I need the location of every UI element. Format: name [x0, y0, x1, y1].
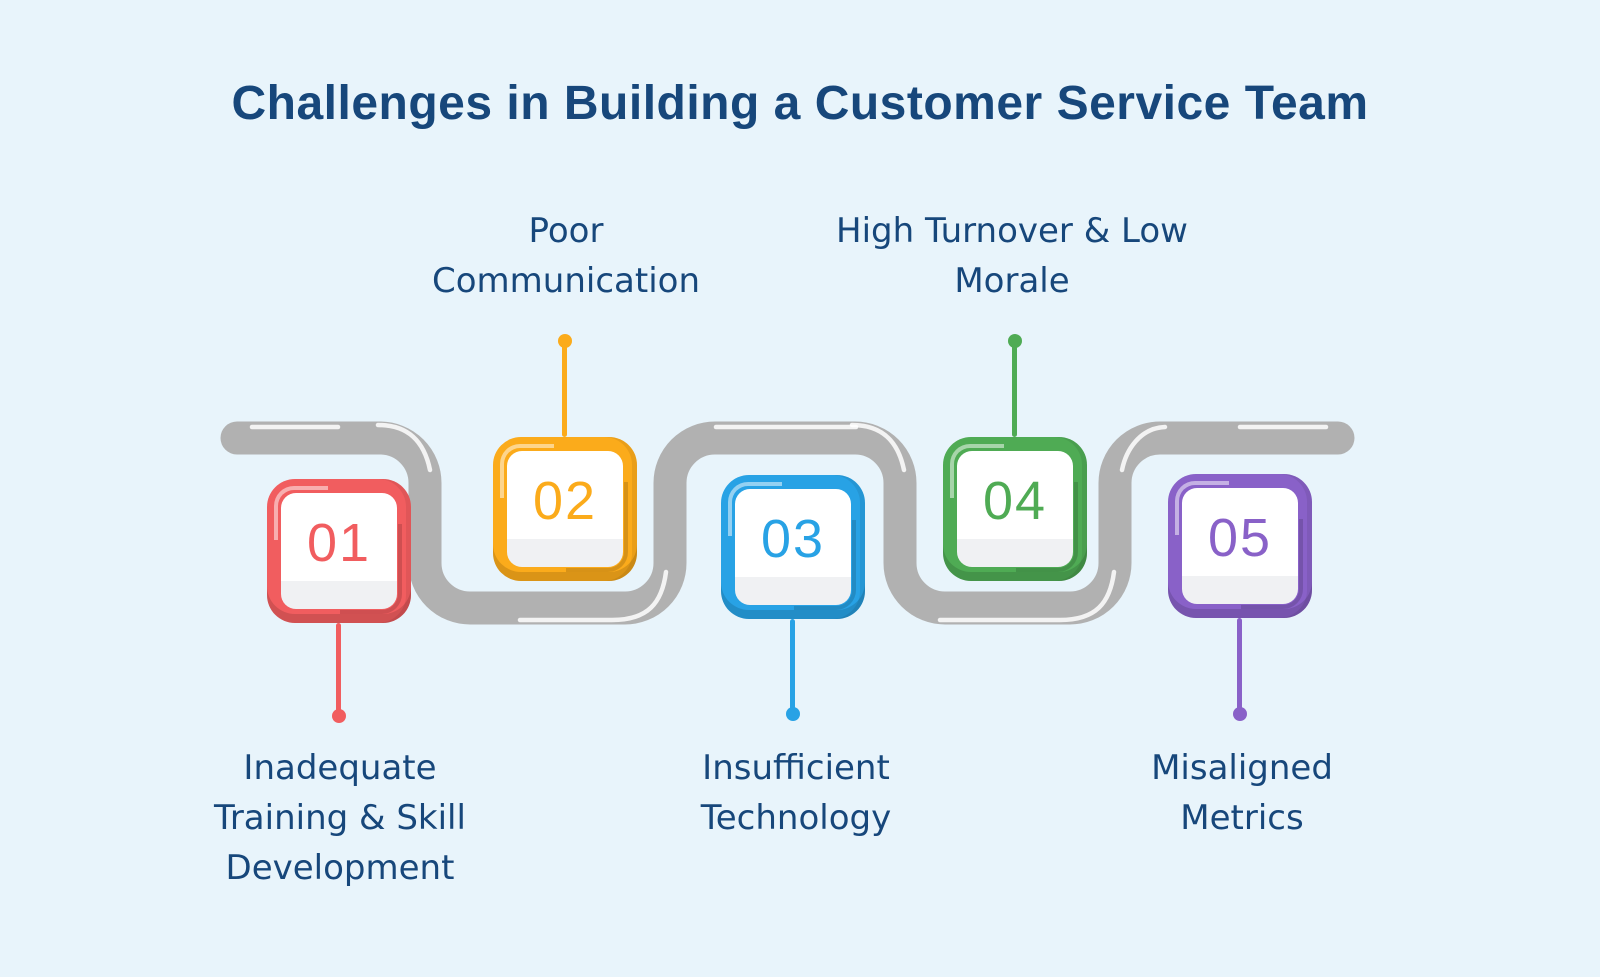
step-inner-card: 03 — [735, 489, 851, 605]
step-number: 01 — [306, 513, 372, 573]
step-node-5: 05 — [1168, 474, 1312, 721]
label-line: Technology — [700, 798, 892, 838]
step-frame: 05 — [1168, 474, 1312, 618]
label-line: Communication — [432, 261, 700, 301]
label-line: Metrics — [1180, 798, 1304, 838]
step-frame: 03 — [721, 475, 865, 619]
connector-line — [562, 341, 567, 437]
step-node-3: 03 — [721, 475, 865, 721]
label-line: Development — [225, 848, 455, 888]
page-title: Challenges in Building a Customer Servic… — [231, 77, 1369, 130]
connector-line — [790, 619, 795, 714]
step-inner-card: 04 — [957, 451, 1073, 567]
gloss-valley-2 — [937, 569, 1117, 623]
step-inner-card: 02 — [507, 451, 623, 567]
step-number: 05 — [1207, 508, 1273, 568]
label-line: Misaligned — [1151, 748, 1333, 788]
label-line: Morale — [954, 261, 1070, 301]
step-label-1: Inadequate Training & Skill Development — [214, 743, 466, 893]
connector-dot — [1233, 707, 1247, 721]
gloss-curve-2 — [849, 422, 907, 473]
step-number: 02 — [532, 471, 598, 531]
gloss-curve-3 — [1119, 424, 1168, 473]
road-gloss-highlights — [249, 422, 1329, 623]
step-node-4: 04 — [943, 334, 1087, 581]
step-label-3: Insufficient Technology — [701, 743, 891, 843]
label-line: Poor — [528, 211, 604, 251]
connector-dot — [786, 707, 800, 721]
connector-dot — [558, 334, 572, 348]
connector-line — [1237, 618, 1242, 714]
step-label-4: High Turnover & Low Morale — [836, 206, 1188, 306]
connector-line — [336, 623, 341, 717]
step-inner-card: 01 — [281, 493, 397, 609]
connector-dot — [332, 709, 346, 723]
step-frame: 02 — [493, 437, 637, 581]
label-line: High Turnover & Low — [836, 211, 1188, 251]
label-line: Inadequate — [243, 748, 437, 788]
label-line: Training & Skill — [214, 798, 466, 838]
step-label-5: Misaligned Metrics — [1151, 743, 1333, 843]
step-frame: 04 — [943, 437, 1087, 581]
step-number: 04 — [982, 471, 1048, 531]
step-node-1: 01 — [267, 479, 411, 723]
step-frame: 01 — [267, 479, 411, 623]
step-node-2: 02 — [493, 334, 637, 581]
step-number: 03 — [760, 509, 826, 569]
gloss-valley-1 — [517, 569, 669, 623]
step-inner-card: 05 — [1182, 488, 1298, 604]
connector-dot — [1008, 334, 1022, 348]
step-label-2: Poor Communication — [432, 206, 700, 306]
label-line: Insufficient — [702, 748, 890, 788]
gloss-curve-1 — [375, 422, 433, 473]
connector-line — [1012, 341, 1017, 437]
